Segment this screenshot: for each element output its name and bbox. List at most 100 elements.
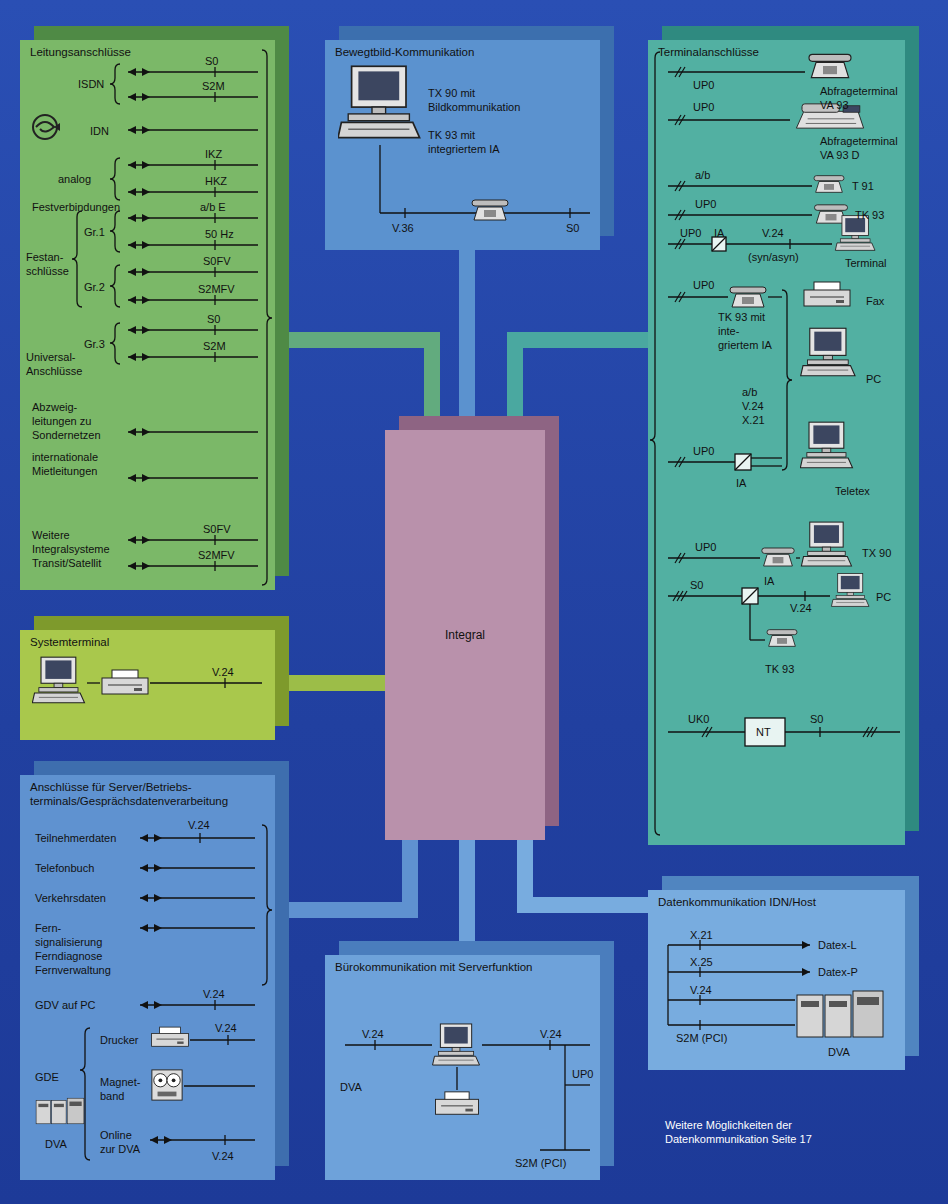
signal-line (749, 604, 750, 640)
signal-line (150, 1139, 255, 1140)
line-slash (679, 181, 685, 191)
line-slash (679, 292, 685, 302)
interface-tick (199, 833, 200, 843)
label-text: Weitere Möglichkeiten der Datenkommunika… (665, 1118, 845, 1146)
tape-icon (152, 1070, 182, 1100)
adapter-diagonal (742, 588, 758, 604)
panel-heading: Bürokommunikation mit Serverfunktion (335, 960, 590, 974)
label-text: Teilnehmerdaten (35, 831, 116, 845)
panel-heading: Anschlüsse für Server/Betriebs- terminal… (30, 780, 265, 808)
label-text: Teletex (835, 484, 870, 498)
phone-icon (767, 630, 797, 647)
pc-icon (433, 1024, 480, 1065)
label-text: V.24 (762, 226, 784, 240)
label-text: IKZ (205, 147, 222, 161)
interface-tick (214, 267, 215, 277)
interface-tick (214, 325, 215, 335)
signal-line (540, 1149, 590, 1150)
interface-tick (699, 995, 700, 1005)
label-text: IA (736, 476, 746, 490)
grouping-brace (110, 265, 120, 307)
label-text: TK 93 mit integriertem IA (428, 128, 536, 156)
label-text: ISDN (78, 77, 104, 91)
label-text: analog (58, 172, 91, 186)
label-text: UP0 (695, 197, 716, 211)
grouping-brace (110, 323, 120, 364)
label-text: UP0 (693, 278, 714, 292)
label-text: S0 (566, 221, 579, 235)
label-text: V.24 (212, 665, 234, 679)
label-text: UP0 (680, 226, 701, 240)
signal-line (140, 837, 255, 838)
line-slash (706, 727, 712, 737)
signal-line (140, 867, 255, 868)
phone-icon (814, 176, 844, 193)
signal-line (128, 164, 258, 165)
signal-line (668, 971, 810, 972)
line-slash (679, 239, 685, 249)
grouping-brace (262, 50, 272, 585)
label-text: DVA (340, 1080, 362, 1094)
signal-line (456, 1067, 457, 1090)
label-text: Terminal (845, 256, 887, 270)
interface-tick (214, 295, 215, 305)
interface-tick (699, 967, 700, 977)
line-slash (871, 727, 877, 737)
signal-line (87, 682, 100, 683)
nt-box (745, 718, 785, 746)
pc-icon (801, 522, 851, 566)
label-text: S2M (PCI) (515, 1156, 566, 1170)
signal-line (184, 1085, 255, 1086)
signal-line (128, 539, 258, 540)
label-text: S0FV (203, 254, 231, 268)
interface-tick (549, 1040, 550, 1050)
adapter-box (742, 588, 758, 604)
interface-tick (699, 1020, 700, 1030)
trunk-connector (525, 840, 648, 905)
interface-tick (214, 213, 215, 223)
label-text: DVA (828, 1045, 850, 1059)
interface-tick (789, 239, 790, 249)
signal-line (128, 431, 258, 432)
label-text: Abzweig- leitungen zu Sondernetzen (32, 400, 112, 442)
signal-line (768, 296, 782, 297)
label-text: S2MFV (198, 548, 235, 562)
label-text: DVA (45, 1137, 67, 1151)
label-text: UP0 (572, 1067, 593, 1081)
label-text: IA (764, 574, 774, 588)
printer-icon (436, 1092, 479, 1114)
signal-line (140, 927, 255, 928)
label-text: IA (714, 226, 724, 240)
label-text: Universal- Anschlüsse (26, 350, 92, 378)
signal-line (150, 682, 262, 683)
dva-icon (36, 1098, 84, 1124)
signal-line (140, 897, 255, 898)
panel-heading: Leitungsanschlüsse (30, 45, 265, 59)
label-text: a/b V.24 X.21 (742, 385, 772, 427)
adapter-box (712, 237, 726, 251)
interface-tick (699, 940, 700, 950)
interface-tick (404, 208, 405, 218)
label-text: Magnet- band (100, 1075, 146, 1103)
signal-line (668, 243, 712, 244)
label-text: a/b (695, 168, 710, 182)
adapter-box (735, 454, 751, 470)
label-text: X.21 (690, 928, 713, 942)
label-text: a/b E (200, 200, 226, 214)
trunk-connector (515, 340, 648, 430)
panel-heading: Integral (445, 628, 485, 642)
label-text: V.24 (212, 1149, 234, 1163)
signal-line (668, 731, 745, 732)
label-text: T 91 (852, 179, 874, 193)
interface-tick (214, 240, 215, 250)
adapter-diagonal (735, 454, 751, 470)
label-text: TX 90 mit Bildkommunikation (428, 86, 540, 114)
panel-heading: Systemterminal (30, 635, 265, 649)
signal-line (482, 1044, 590, 1045)
signal-line (128, 191, 258, 192)
signal-line (128, 271, 258, 272)
printer-icon (102, 670, 148, 694)
panel-heading: Terminalanschlüsse (658, 45, 895, 59)
label-text: S0 (207, 312, 220, 326)
grouping-brace (650, 52, 660, 835)
